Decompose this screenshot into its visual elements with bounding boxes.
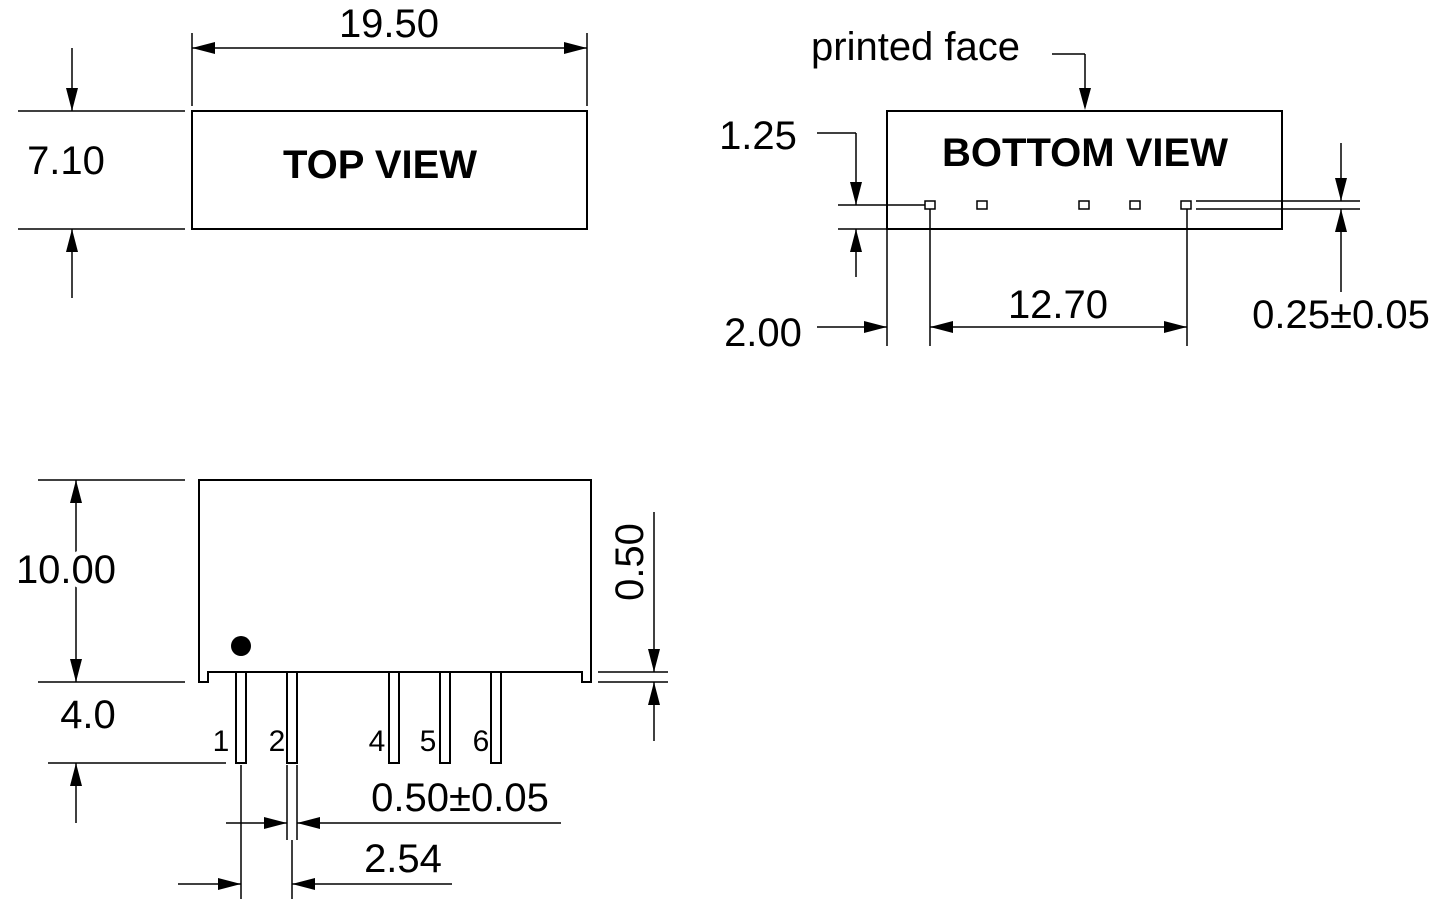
standoff-dimension: 0.50 xyxy=(598,512,668,741)
pin-pitch-value: 2.54 xyxy=(364,837,442,881)
edge-offset-value: 1.25 xyxy=(719,114,797,158)
pin-pitch-dimension: 2.54 xyxy=(178,765,452,899)
pin-size-value: 0.25±0.05 xyxy=(1252,293,1430,337)
pin-length-dimension: 4.0 xyxy=(48,693,226,823)
top-height-value: 7.10 xyxy=(27,139,105,183)
pin xyxy=(439,671,451,764)
pin xyxy=(235,671,247,764)
pin-labels: 1 2 4 5 6 xyxy=(213,725,490,758)
pin-span-dimension: 12.70 xyxy=(930,209,1188,346)
pin-label: 6 xyxy=(473,725,490,758)
printed-face-callout: printed face xyxy=(811,25,1091,110)
pin xyxy=(286,671,298,764)
pin-pad xyxy=(1180,200,1192,210)
pin-length-value: 4.0 xyxy=(60,693,116,737)
pin1-marker xyxy=(231,636,251,656)
pin xyxy=(490,671,502,764)
bottom-view-outline xyxy=(886,110,1283,230)
bottom-view-label: BOTTOM VIEW xyxy=(942,131,1228,175)
pin-width-value: 0.50±0.05 xyxy=(371,776,549,820)
pin-pad xyxy=(924,200,936,210)
pin-offset-dimension: 2.00 xyxy=(724,209,931,355)
pin-pad xyxy=(1078,200,1090,210)
pin-label: 5 xyxy=(420,725,437,758)
pin-label: 2 xyxy=(269,725,286,758)
top-view-outline xyxy=(191,110,588,230)
pin-width-dimension: 0.50±0.05 xyxy=(226,765,561,840)
bottom-pin-pads xyxy=(924,200,1192,210)
bottom-view: BOTTOM VIEW printed face 1.25 xyxy=(719,25,1430,355)
standoff-value: 0.50 xyxy=(608,523,652,601)
side-view-outline xyxy=(198,479,592,683)
side-view: 1 2 4 5 6 10.00 4.0 xyxy=(11,479,668,899)
top-view: TOP VIEW 19.50 7.10 xyxy=(18,2,588,298)
top-width-value: 19.50 xyxy=(339,2,439,46)
top-view-label: TOP VIEW xyxy=(283,143,477,187)
printed-face-label: printed face xyxy=(811,25,1020,69)
pin-size-dimension: 0.25±0.05 xyxy=(1196,143,1430,337)
side-height-value: 10.00 xyxy=(16,548,116,592)
side-height-dimension: 10.00 xyxy=(11,479,185,683)
pin-offset-value: 2.00 xyxy=(724,311,802,355)
pin-label: 1 xyxy=(213,725,230,758)
pin-pad xyxy=(976,200,988,210)
pin-span-value: 12.70 xyxy=(1008,283,1108,327)
side-pins xyxy=(235,671,502,764)
pin xyxy=(388,671,400,764)
top-width-dimension: 19.50 xyxy=(191,2,588,106)
pin-label: 4 xyxy=(369,725,386,758)
edge-offset-dimension: 1.25 xyxy=(719,114,925,277)
pin-pad xyxy=(1129,200,1141,210)
top-height-dimension: 7.10 xyxy=(18,48,185,298)
